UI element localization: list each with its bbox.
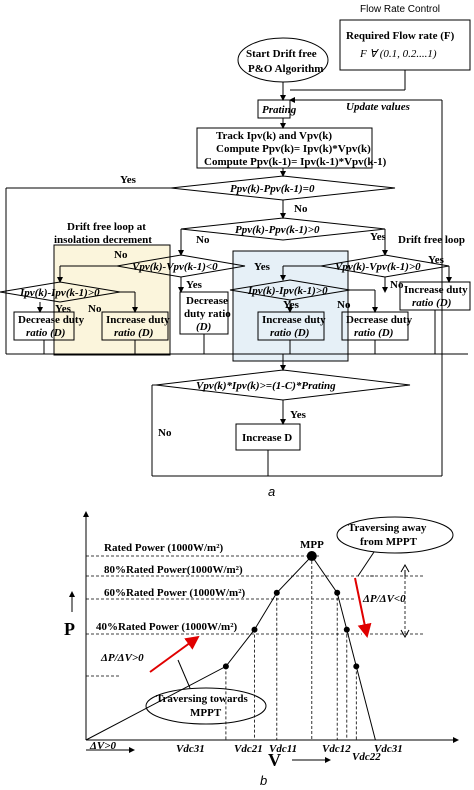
pv-curve-points	[222, 551, 360, 670]
d-2: (D)	[196, 321, 211, 333]
track-line: Track Ipv(k) and Vpv(k)	[216, 130, 332, 142]
yes-label-8: Yes	[290, 409, 307, 421]
no-label-3: No	[114, 249, 128, 261]
dpdv-positive-label: ΔP/ΔV>0	[100, 652, 144, 664]
start-label-2: P&O Algorithm	[248, 63, 323, 75]
curve-point-7	[353, 663, 360, 670]
left-panel-title-2: insolation decrement	[54, 234, 152, 246]
decision-voltage-decrease-label: Vpv(k)-Vpv(k-1)<0	[132, 261, 218, 273]
ratio-d-3: ratio (D)	[270, 327, 309, 339]
dpdv-negative-label: ΔP/ΔV<0	[362, 593, 406, 605]
ratio-d-2: ratio (D)	[114, 327, 153, 339]
curve-point-6	[343, 626, 350, 633]
required-flow-set: F ∀ (0.1, 0.2....1)	[359, 48, 437, 60]
tick-vdc11: Vdc11	[269, 743, 297, 755]
yes-label-3: Yes	[186, 279, 203, 291]
no-label-5: No	[88, 303, 102, 315]
tick-vdc22: Vdc22	[352, 751, 381, 763]
decision-power-greater	[180, 217, 386, 241]
yes-label-7: Yes	[283, 299, 300, 311]
start-label: Start Drift free	[246, 48, 317, 60]
yes-label-2: Yes	[370, 231, 387, 243]
no-label-2: No	[196, 234, 210, 246]
left-panel-title: Drift free loop at	[67, 221, 146, 233]
decision-power-greater-label: Ppv(k)-Ppv(k-1)>0	[235, 224, 320, 236]
pv-chart: Rated Power (1000W/m²) 80%Rated Power(10…	[64, 511, 459, 788]
curve-point-3	[273, 589, 280, 596]
flowchart: Flow Rate Control Required Flow rate (F)…	[0, 4, 471, 499]
dv-label: ΔV>0	[89, 740, 117, 752]
no-label-1: No	[294, 203, 308, 215]
flow-rate-header: Flow Rate Control	[360, 4, 440, 15]
curve-point-2	[251, 626, 258, 633]
decision-power-equal-label: Ppv(k)-Ppv(k-1)=0	[230, 183, 315, 195]
mpp-point	[306, 551, 317, 561]
tick-vdc31-right: Vdc31	[374, 743, 403, 755]
required-flow-box	[339, 19, 471, 71]
away-from-mppt-arrow	[354, 577, 372, 638]
no-label-4: No	[390, 279, 404, 291]
increase-duty-3: Increase duty	[404, 284, 468, 296]
decrease-2: Decrease	[186, 295, 228, 307]
compute-line-1: Compute Ppv(k)= Ipv(k)*Vpv(k)	[216, 143, 371, 155]
decrease-duty-3: Decrease duty	[346, 314, 413, 326]
ratio-d-5: ratio (D)	[412, 297, 451, 309]
track-compute-box	[196, 127, 373, 169]
update-values-label: Update values	[346, 101, 410, 113]
towards-label-1: Traversing towards	[156, 693, 248, 705]
prating-label: Prating	[262, 104, 297, 116]
increase-duty-1: Increase duty	[106, 314, 170, 326]
curve-point-5	[334, 589, 341, 596]
ratio-d-4: ratio (D)	[354, 327, 393, 339]
required-flow-label: Required Flow rate (F)	[346, 30, 455, 42]
prating-box	[257, 99, 291, 119]
compute-line-2: Compute Ppv(k-1)= Ipv(k-1)*Vpv(k-1)	[204, 156, 387, 168]
caption-a: a	[268, 484, 275, 499]
tick-vdc21: Vdc21	[234, 743, 263, 755]
caption-b: b	[260, 773, 267, 788]
y-axis-label: P	[64, 619, 75, 639]
p80-label: 80%Rated Power(1000W/m²)	[104, 564, 243, 576]
towards-label-2: MPPT	[190, 707, 222, 719]
mpp-label: MPP	[300, 539, 324, 551]
towards-ellipse	[145, 687, 267, 725]
yes-label-4: Yes	[428, 254, 445, 266]
decision-current-right-label: Ipv(k)-Ipv(k-1)>0	[247, 285, 328, 297]
increase-d-label: Increase D	[242, 432, 292, 444]
towards-mppt-arrow	[149, 635, 200, 673]
decision-voltage-increase-label: Vpv(k)-Vpv(k-1)>0	[335, 261, 421, 273]
decision-current-left	[0, 281, 121, 303]
pv-curve	[85, 555, 376, 741]
vertical-guides	[225, 556, 357, 740]
curve-point-1	[222, 663, 229, 670]
right-panel-title: Drift free loop	[398, 234, 465, 246]
no-label-7: No	[158, 427, 172, 439]
duty-ratio-2: duty ratio	[184, 308, 231, 320]
decrease-duty-1: Decrease duty	[18, 314, 85, 326]
yes-label-1: Yes	[120, 174, 137, 186]
increase-duty-box-2	[257, 311, 325, 341]
no-label-6: No	[337, 299, 351, 311]
decision-rated-power-label: Vpv(k)*Ipv(k)>=(1-C)*Prating	[196, 380, 336, 392]
away-ellipse	[336, 516, 454, 554]
away-label-2: from MPPT	[360, 536, 418, 548]
start-ellipse	[237, 37, 329, 83]
decision-current-left-label: Ipv(k)-Ipv(k-1)>0	[19, 287, 100, 299]
ratio-d-1: ratio (D)	[26, 327, 65, 339]
rated-power-label: Rated Power (1000W/m²)	[104, 542, 224, 554]
drift-free-decrement-panel	[53, 244, 171, 356]
x-axis-label: V	[268, 750, 281, 770]
tick-vdc31-left: Vdc31	[176, 743, 205, 755]
tick-vdc12: Vdc12	[322, 743, 351, 755]
p40-label: 40%Rated Power (1000W/m²)	[96, 621, 238, 633]
increase-duty-2: Increase duty	[262, 314, 326, 326]
away-label-1: Traversing away	[348, 522, 427, 534]
p60-label: 60%Rated Power (1000W/m²)	[104, 587, 246, 599]
yes-label-5: Yes	[254, 261, 271, 273]
